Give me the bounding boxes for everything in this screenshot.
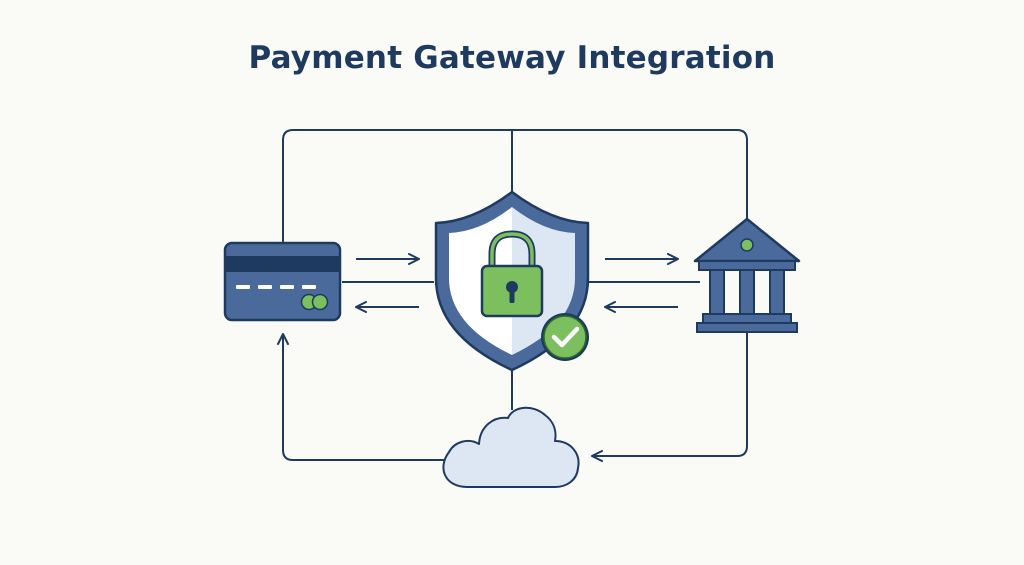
diagram-title: Payment Gateway Integration bbox=[248, 40, 776, 76]
bank-to-cloud-arrow bbox=[591, 333, 748, 462]
checkmark-badge-icon bbox=[541, 313, 589, 361]
cloud-icon bbox=[442, 406, 580, 488]
credit-card-icon bbox=[223, 241, 342, 322]
security-shield-icon bbox=[434, 190, 590, 372]
top-loop-connector bbox=[282, 129, 748, 243]
cloud-to-card-arrow bbox=[277, 333, 447, 461]
padlock-icon bbox=[480, 230, 544, 318]
bank-icon bbox=[693, 217, 801, 333]
